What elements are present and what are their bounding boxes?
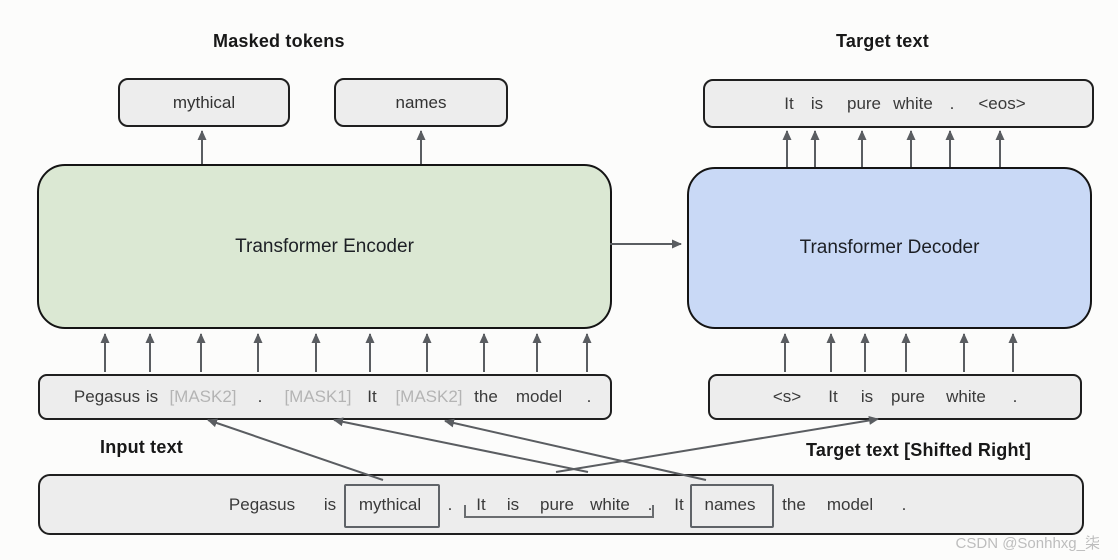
encoder-label: Transformer Encoder [235, 235, 414, 257]
source-token: model [826, 494, 874, 514]
decoder-label: Transformer Decoder [799, 237, 980, 258]
masked-token-label: mythical [172, 92, 236, 112]
decoder-input-token: It [828, 387, 838, 406]
target-token: . [949, 93, 955, 113]
input-token: . [586, 387, 592, 406]
arrow-names-to-mask2 [444, 418, 707, 481]
input-text-box: Pegasus is [MASK2] . [MASK1] It [MASK2] … [38, 374, 612, 420]
target-text-heading: Target text [836, 31, 929, 51]
source-token: the [782, 494, 806, 514]
input-token: Pegasus [73, 387, 141, 406]
masked-token-box-mythical: mythical [118, 78, 290, 127]
target-token: pure [846, 93, 882, 113]
input-token: model [515, 387, 563, 406]
target-text-box: It is pure white . <eos> [703, 79, 1094, 128]
source-token: Pegasus [228, 494, 296, 514]
target-token: <eos> [978, 93, 1026, 113]
target-token: white [893, 93, 933, 113]
source-token-mythical: mythical [358, 494, 422, 514]
masked-tokens-heading: Masked tokens [213, 31, 345, 51]
source-token: is [323, 494, 337, 514]
decoder-input-token: pure [890, 387, 926, 406]
arrow-sentence-to-mask1 [333, 417, 589, 473]
input-token: the [474, 387, 498, 406]
watermark: CSDN @Sonhhxg_柒 [955, 535, 1100, 552]
source-token: It [674, 494, 684, 514]
target-token: It [784, 93, 794, 113]
source-token: white [590, 494, 630, 514]
input-token: . [257, 387, 263, 406]
decoder-input-token: . [1012, 387, 1018, 406]
decoder-input-token: white [946, 387, 986, 406]
shifted-right-label: Target text [Shifted Right] [806, 440, 1032, 460]
input-token: is [145, 387, 159, 406]
input-text-label: Input text [100, 437, 183, 457]
source-token: . [447, 494, 453, 514]
target-token: is [810, 93, 824, 113]
input-token-mask2: [MASK2] [169, 387, 237, 406]
decoder-input-token: <s> [772, 387, 802, 406]
source-token: It [476, 494, 486, 514]
masked-token-box-names: names [334, 78, 508, 127]
source-wordbox-mythical [344, 484, 440, 528]
source-sentence-box: Pegasus is mythical . It is pure white .… [38, 474, 1084, 535]
source-token: . [901, 494, 907, 514]
input-token: It [367, 387, 377, 406]
input-token-mask2: [MASK2] [395, 387, 463, 406]
source-token: is [506, 494, 520, 514]
source-wordbox-names [690, 484, 774, 528]
arrow-mythical-to-mask2 [207, 418, 384, 481]
decoder-input-token: is [860, 387, 874, 406]
masked-token-label: names [395, 92, 447, 112]
transformer-decoder-block: Transformer Decoder [687, 167, 1092, 329]
transformer-encoder-block: Transformer Encoder [37, 164, 612, 329]
input-token-mask1: [MASK1] [284, 387, 352, 406]
source-token-names: names [704, 494, 756, 514]
decoder-input-box: <s> It is pure white . [708, 374, 1082, 420]
source-token: pure [539, 494, 575, 514]
source-token: . [647, 494, 653, 514]
